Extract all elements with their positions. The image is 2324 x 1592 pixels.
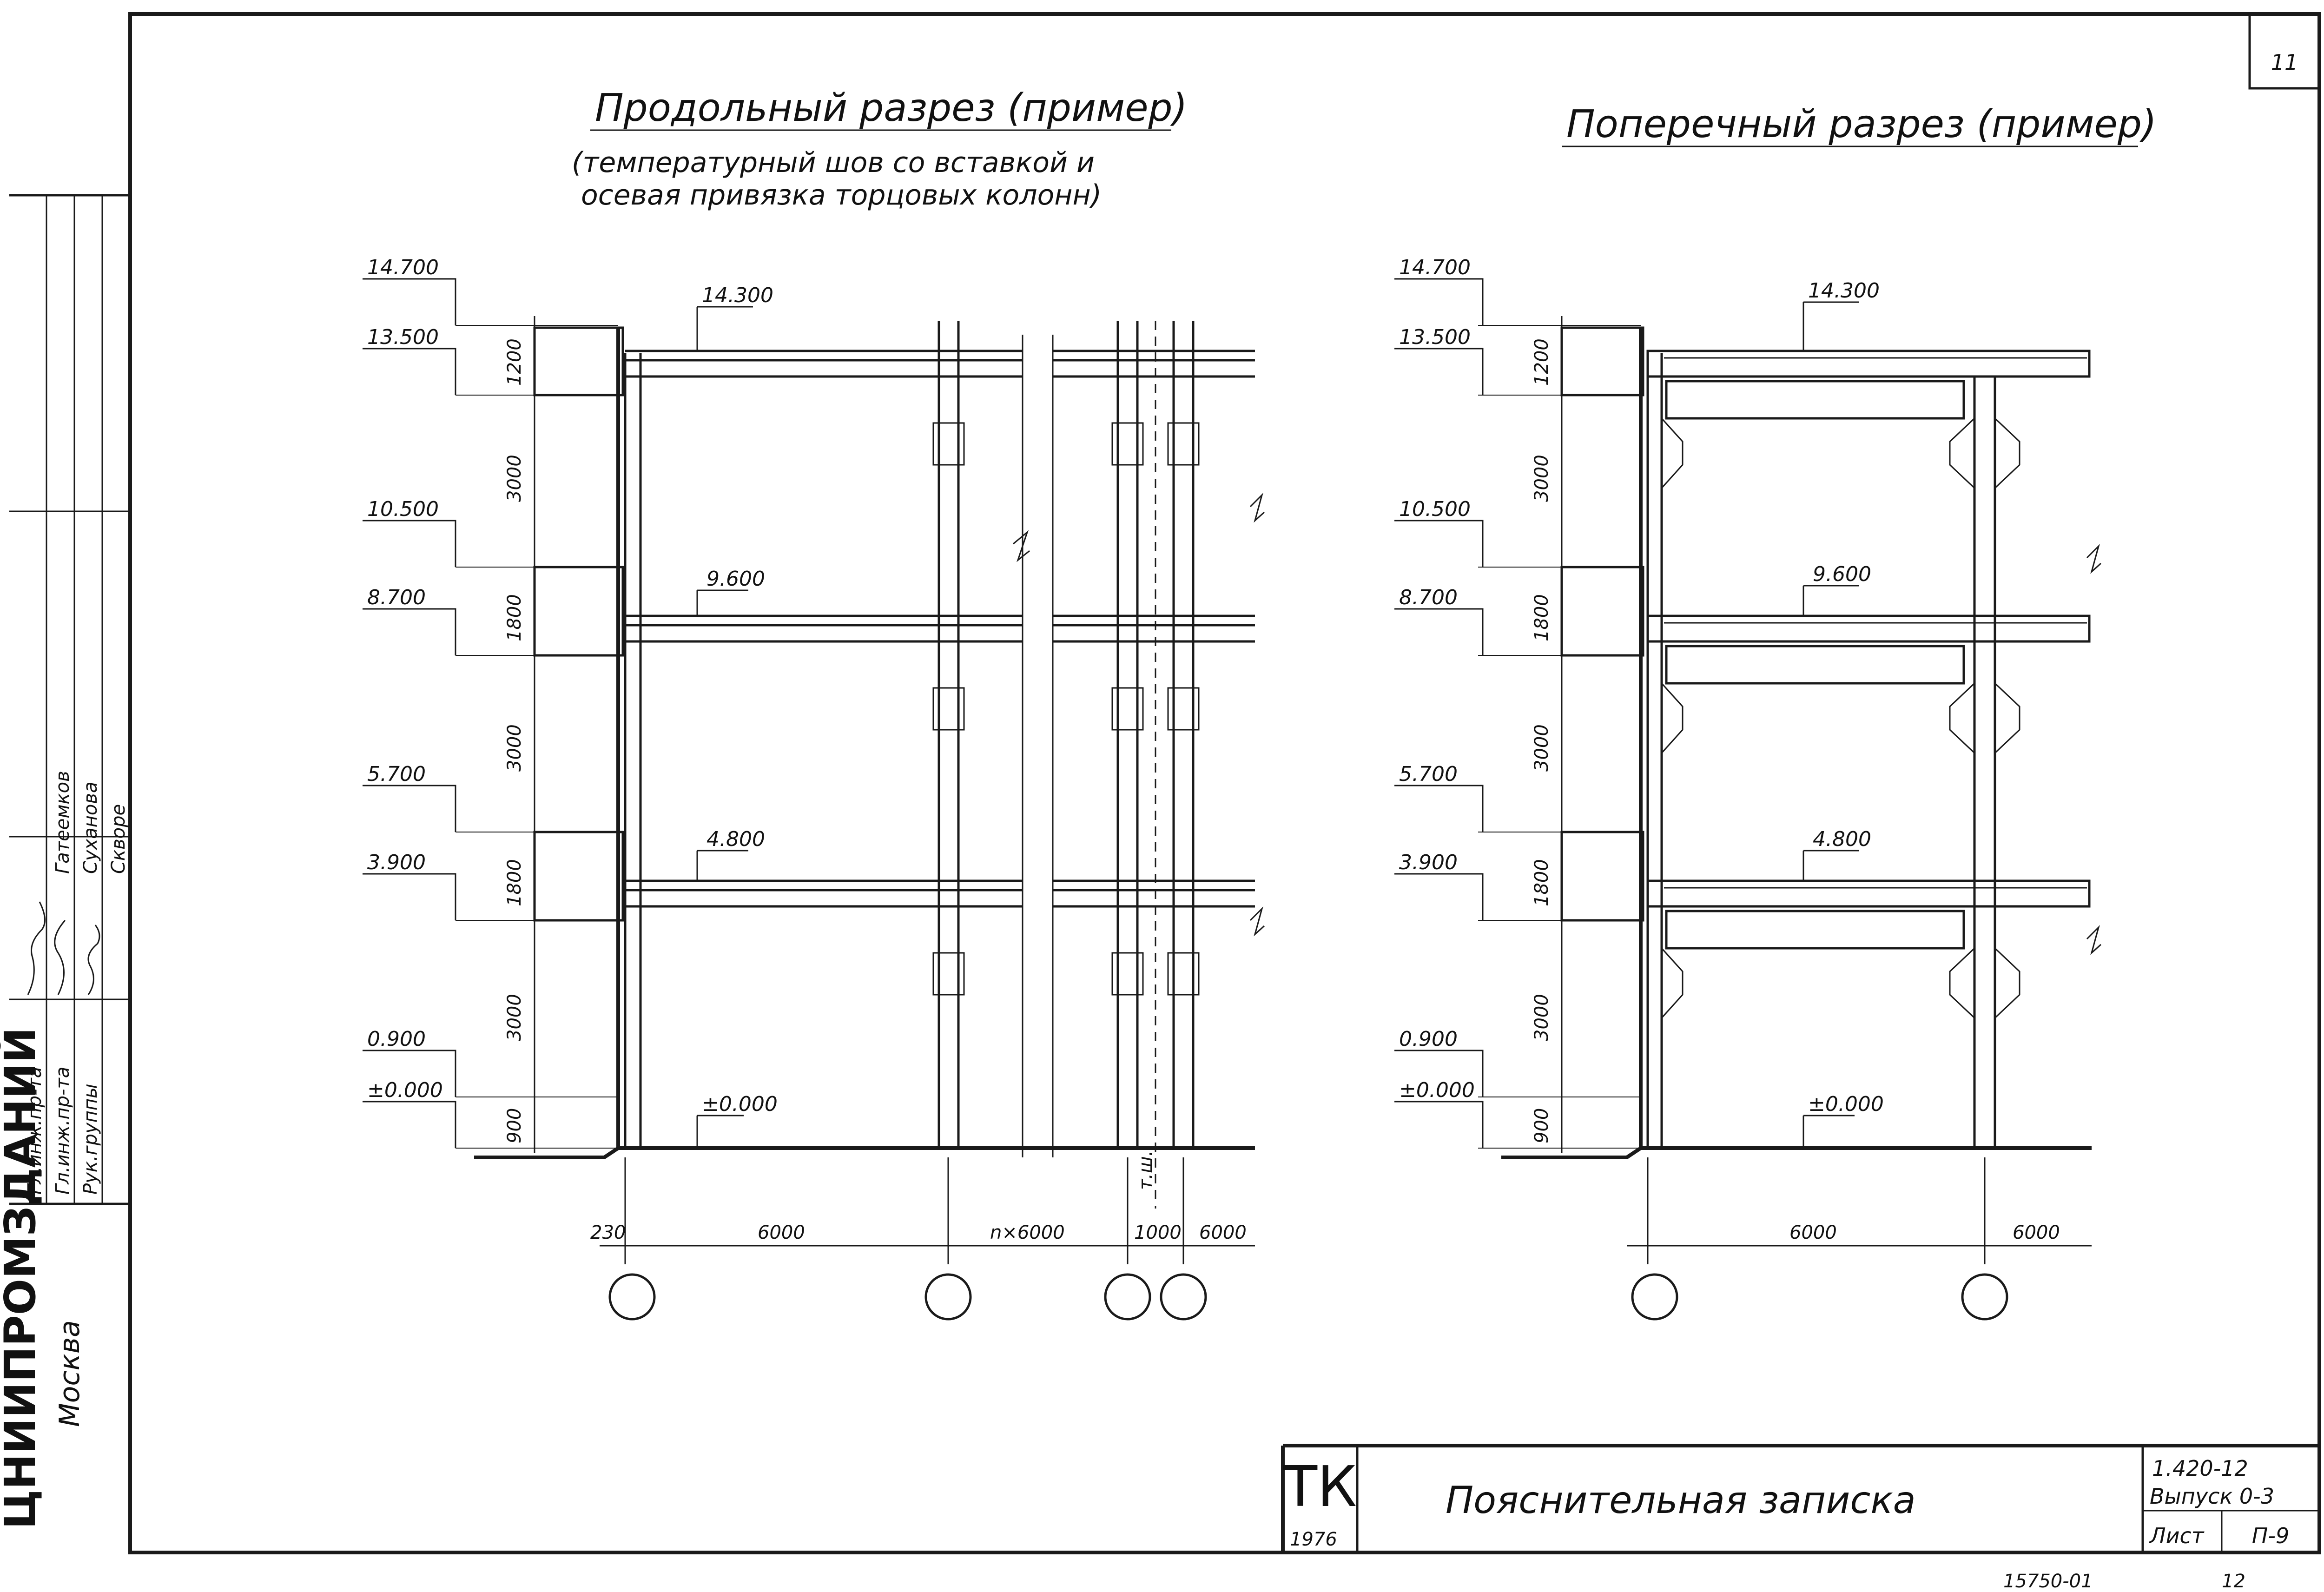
left-section-title: Продольный разрез (пример) (595, 86, 1188, 130)
left-section-subtitle-2: осевая привязка торцовых колонн) (581, 179, 1102, 211)
left-callout-3: 4.800 (706, 827, 765, 851)
right-vdim-6: 3000 (1531, 994, 1552, 1041)
left-vdim-5: 1800 (504, 859, 525, 906)
title-block (1281, 1444, 2319, 1552)
left-span-4: 1000 (1134, 1222, 1182, 1243)
right-vdim-7: 900 (1531, 1108, 1552, 1143)
right-vdim-1: 1200 (1531, 338, 1552, 386)
side-stamp (9, 194, 130, 1205)
left-level-2: 13.500 (367, 325, 439, 349)
left-vdim-1: 1200 (504, 338, 525, 386)
left-level-6: 3.900 (367, 851, 426, 874)
joint-label: т.ш. (1135, 1150, 1156, 1190)
right-vdim-3: 1800 (1531, 594, 1552, 641)
right-level-2: 13.500 (1399, 325, 1471, 349)
left-span-5: 6000 (1199, 1222, 1247, 1243)
issue-number: Выпуск 0-3 (2150, 1484, 2274, 1509)
right-section-drawing (1394, 278, 2102, 1321)
name-2: Гатеемков (52, 771, 73, 874)
role-3: Рук.группы (80, 1083, 101, 1195)
right-callout-1: 14.300 (1808, 279, 1880, 303)
bottom-number: 12 (2222, 1571, 2245, 1592)
right-section-title: Поперечный разрез (пример) (1566, 102, 2157, 146)
left-vdim-4: 3000 (504, 724, 525, 772)
left-level-1: 14.700 (367, 256, 439, 279)
right-level-3: 10.500 (1399, 497, 1471, 521)
role-1: Гл.инж.пр-та (24, 1067, 46, 1195)
left-level-4: 8.700 (367, 586, 426, 609)
left-section-drawing (363, 278, 1265, 1321)
series-number: 1.420-12 (2152, 1456, 2248, 1481)
name-1: Суханова (80, 782, 101, 874)
left-level-3: 10.500 (367, 497, 439, 521)
page-number: 11 (2271, 50, 2298, 75)
left-callout-4: ±0.000 (702, 1092, 778, 1116)
org-city: Москва (53, 1320, 86, 1427)
right-level-1: 14.700 (1399, 256, 1471, 279)
left-span-3: n×6000 (990, 1222, 1065, 1243)
right-callout-4: ±0.000 (1808, 1092, 1884, 1116)
right-span-1: 6000 (1789, 1222, 1837, 1243)
right-level-5: 5.700 (1399, 762, 1458, 786)
left-section-subtitle-1: (температурный шов со вставкой и (572, 146, 1095, 179)
right-level-4: 8.700 (1399, 586, 1458, 609)
role-2: Гл.инж.пр-та (52, 1067, 73, 1195)
bottom-code: 15750-01 (2003, 1571, 2093, 1592)
right-vdim-5: 1800 (1531, 859, 1552, 906)
series-year: 1976 (1290, 1529, 1337, 1550)
right-vdim-2: 3000 (1531, 455, 1552, 502)
left-span-1: 230 (590, 1222, 626, 1243)
sheet-label: Лист (2149, 1523, 2205, 1548)
left-vdim-2: 3000 (504, 455, 525, 502)
sheet-value: П-9 (2252, 1523, 2289, 1548)
left-vdim-3: 1800 (504, 594, 525, 641)
signatures (27, 901, 100, 995)
left-level-7: 0.900 (367, 1027, 426, 1051)
right-callout-3: 4.800 (1813, 827, 1871, 851)
sheet-frame (128, 12, 2321, 1554)
right-callout-2: 9.600 (1813, 562, 1871, 586)
left-callout-1: 14.300 (702, 284, 773, 307)
left-span-2: 6000 (758, 1222, 805, 1243)
right-level-7: 0.900 (1399, 1027, 1458, 1051)
series-mark: ТК (1283, 1455, 1357, 1519)
org-name: ЦНИИПРОМЗДАНИЙ (0, 1027, 45, 1529)
right-level-6: 3.900 (1399, 851, 1458, 874)
document-title: Пояснительная записка (1446, 1479, 1916, 1522)
left-level-8: ±0.000 (367, 1078, 443, 1102)
left-level-5: 5.700 (367, 762, 426, 786)
name-3: Скворе (108, 804, 129, 874)
left-vdim-7: 900 (504, 1108, 525, 1143)
left-vdim-6: 3000 (504, 994, 525, 1041)
right-span-2: 6000 (2013, 1222, 2060, 1243)
left-callout-2: 9.600 (706, 567, 765, 591)
right-vdim-4: 3000 (1531, 724, 1552, 772)
right-level-8: ±0.000 (1399, 1078, 1475, 1102)
